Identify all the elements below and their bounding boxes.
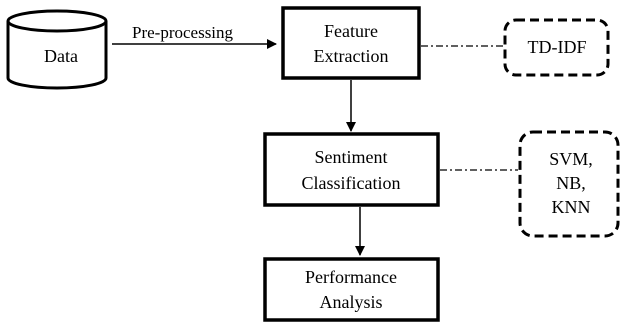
feature-extraction-line2: Extraction <box>314 46 389 66</box>
classifiers-line3: KNN <box>552 197 591 217</box>
sentiment-classification-line1: Sentiment <box>315 147 388 167</box>
sentiment-classification-line2: Classification <box>302 173 401 193</box>
classifiers-box: SVM, NB, KNN <box>518 130 620 238</box>
tfidf-box: TD-IDF <box>503 18 610 77</box>
tfidf-label: TD-IDF <box>528 37 587 57</box>
sentiment-classification-box: Sentiment Classification <box>263 132 440 207</box>
performance-analysis-line2: Analysis <box>320 292 383 312</box>
classifiers-line1: SVM, <box>549 149 593 169</box>
performance-analysis-line1: Performance <box>305 267 397 287</box>
preprocessing-label: Pre-processing <box>132 23 234 42</box>
preprocessing-edge: Pre-processing <box>112 23 277 49</box>
classifiers-line2: NB, <box>556 173 586 193</box>
data-label: Data <box>44 46 78 66</box>
data-cylinder: Data <box>6 9 108 90</box>
performance-analysis-box: Performance Analysis <box>263 257 440 322</box>
feature-extraction-line1: Feature <box>324 21 378 41</box>
feature-extraction-box: Feature Extraction <box>281 6 421 80</box>
